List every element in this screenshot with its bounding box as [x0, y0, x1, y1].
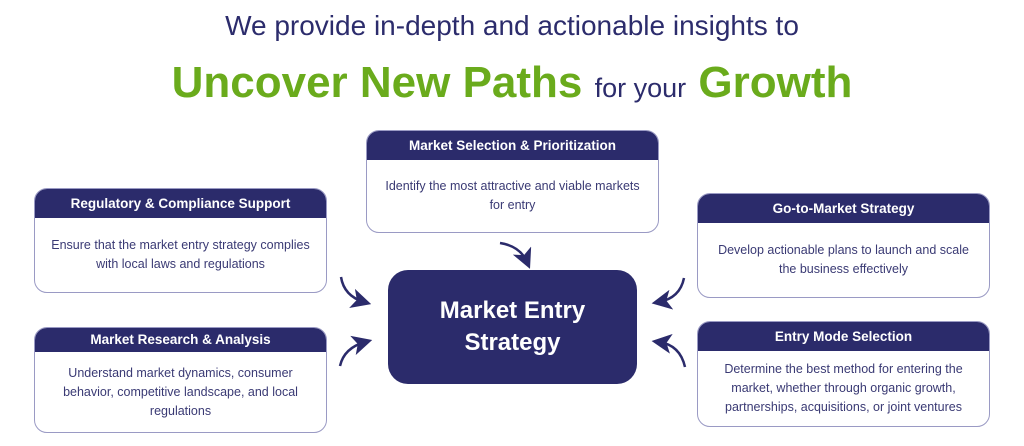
card-title: Market Research & Analysis	[35, 328, 326, 352]
card-text: Ensure that the market entry strategy co…	[51, 238, 310, 271]
card-text: Develop actionable plans to launch and s…	[718, 243, 969, 276]
subtitle: We provide in-depth and actionable insig…	[225, 10, 799, 41]
arrow-top	[499, 241, 532, 269]
arrow-left-bottom	[338, 335, 373, 367]
card-text: Determine the best method for entering t…	[724, 362, 963, 414]
arrow-left-top	[339, 276, 372, 308]
card-regulatory: Regulatory & Compliance Support Ensure t…	[34, 188, 327, 293]
card-title: Market Selection & Prioritization	[367, 131, 658, 160]
card-market-research: Market Research & Analysis Understand ma…	[34, 327, 327, 433]
center-node: Market Entry Strategy	[388, 270, 637, 384]
card-go-to-market: Go-to-Market Strategy Develop actionable…	[697, 193, 990, 298]
card-entry-mode: Entry Mode Selection Determine the best …	[697, 321, 990, 427]
card-title: Go-to-Market Strategy	[698, 194, 989, 223]
headline-part2: for your	[594, 73, 687, 103]
headline-part3: Growth	[698, 58, 853, 107]
card-text: Understand market dynamics, consumer beh…	[63, 365, 298, 418]
headline: Uncover New Paths for your Growth	[0, 58, 1024, 108]
card-title: Entry Mode Selection	[698, 322, 989, 351]
arrow-right-bottom	[651, 333, 687, 368]
arrow-right-top	[651, 277, 686, 310]
card-market-selection: Market Selection & Prioritization Identi…	[366, 130, 659, 233]
headline-part1: Uncover New Paths	[171, 58, 583, 107]
card-title: Regulatory & Compliance Support	[35, 189, 326, 218]
card-text: Identify the most attractive and viable …	[385, 179, 640, 212]
